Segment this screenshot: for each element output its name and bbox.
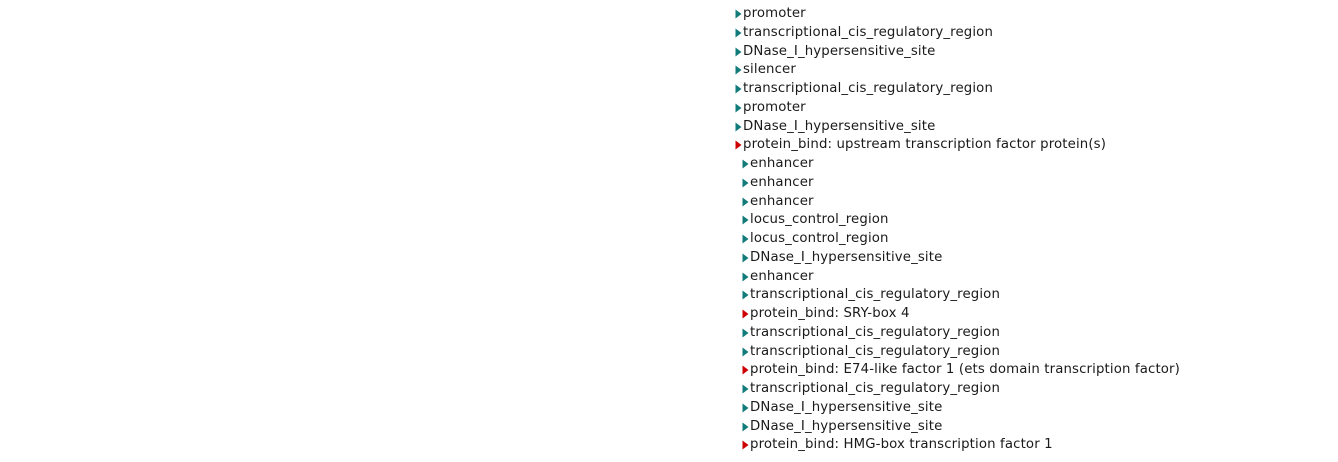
feature-label: protein_bind: E74-like factor 1 (ets dom… [750,362,1180,378]
right-arrow-icon [735,103,742,113]
right-arrow-icon [735,9,742,19]
feature-label: transcriptional_cis_regulatory_region [750,343,1001,359]
feature-label: DNase_I_hypersensitive_site [750,418,943,434]
feature-label: transcriptional_cis_regulatory_region [750,324,1001,340]
feature-label: locus_control_region [750,212,889,228]
feature-row[interactable]: enhancer [732,174,814,192]
feature-label: transcriptional_cis_regulatory_region [743,81,994,96]
right-arrow-icon [735,47,742,57]
feature-row[interactable]: protein_bind: SRY-box 4 [732,305,910,323]
right-arrow-icon [735,65,742,75]
feature-row[interactable]: DNase_I_hypersensitive_site [732,118,935,136]
right-arrow-icon [742,215,749,225]
feature-row[interactable]: enhancer [732,193,814,211]
feature-label: transcriptional_cis_regulatory_region [743,24,994,40]
right-arrow-icon [742,159,749,169]
feature-label: locus_control_region [750,231,889,246]
feature-label: DNase_I_hypersensitive_site [750,249,943,265]
feature-row[interactable]: enhancer [732,268,814,286]
feature-row[interactable]: transcriptional_cis_regulatory_region [732,24,993,42]
feature-label: enhancer [750,156,814,171]
feature-label: promoter [743,99,806,115]
feature-label: enhancer [750,268,814,284]
feature-label: DNase_I_hypersensitive_site [743,118,936,134]
feature-label: transcriptional_cis_regulatory_region [750,287,1001,303]
feature-row[interactable]: promoter [732,5,806,23]
regulatory-feature-track: promoter transcriptional_cis_regulatory_r… [732,0,1338,462]
feature-row[interactable]: transcriptional_cis_regulatory_region [732,80,993,98]
feature-row[interactable]: DNase_I_hypersensitive_site [732,399,942,417]
feature-label: enhancer [750,174,814,190]
right-arrow-icon [742,440,749,450]
right-arrow-icon [742,178,749,188]
feature-row[interactable]: promoter [732,99,806,117]
right-arrow-icon [742,403,749,413]
feature-row[interactable]: silencer [732,61,796,79]
right-arrow-icon [742,347,749,357]
feature-label: protein_bind: HMG-box transcription fact… [750,437,1053,453]
empty-left-gutter [0,0,732,462]
feature-row[interactable]: transcriptional_cis_regulatory_region [732,286,1000,304]
right-arrow-icon [742,384,749,394]
feature-label: protein_bind: upstream transcription fac… [743,137,1107,153]
right-arrow-icon [742,272,749,282]
feature-row[interactable]: transcriptional_cis_regulatory_region [732,324,1000,342]
right-arrow-icon [742,422,749,432]
feature-row[interactable]: transcriptional_cis_regulatory_region [732,380,1000,398]
feature-row[interactable]: locus_control_region [732,230,889,248]
feature-row[interactable]: protein_bind: HMG-box transcription fact… [732,436,1053,454]
feature-label: enhancer [750,193,814,209]
right-arrow-icon [735,122,742,132]
feature-row[interactable]: protein_bind: upstream transcription fac… [732,136,1106,154]
feature-label: silencer [743,62,796,78]
feature-row[interactable]: enhancer [732,155,814,173]
right-arrow-icon [742,309,749,319]
right-arrow-icon [742,328,749,338]
feature-row[interactable]: DNase_I_hypersensitive_site [732,43,935,61]
right-arrow-icon [735,28,742,38]
feature-row[interactable]: DNase_I_hypersensitive_site [732,249,942,267]
right-arrow-icon [742,197,749,207]
right-arrow-icon [735,84,742,94]
right-arrow-icon [742,290,749,300]
right-arrow-icon [742,253,749,263]
feature-row[interactable]: protein_bind: E74-like factor 1 (ets dom… [732,361,1180,379]
right-arrow-icon [735,140,742,150]
right-arrow-icon [742,365,749,375]
feature-label: transcriptional_cis_regulatory_region [750,381,1001,396]
feature-row[interactable]: transcriptional_cis_regulatory_region [732,343,1000,361]
feature-row[interactable]: locus_control_region [732,211,889,229]
right-arrow-icon [742,234,749,244]
feature-label: DNase_I_hypersensitive_site [743,43,936,59]
feature-label: DNase_I_hypersensitive_site [750,399,943,415]
feature-row[interactable]: DNase_I_hypersensitive_site [732,418,942,436]
feature-label: protein_bind: SRY-box 4 [750,306,910,321]
feature-label: promoter [743,6,806,21]
